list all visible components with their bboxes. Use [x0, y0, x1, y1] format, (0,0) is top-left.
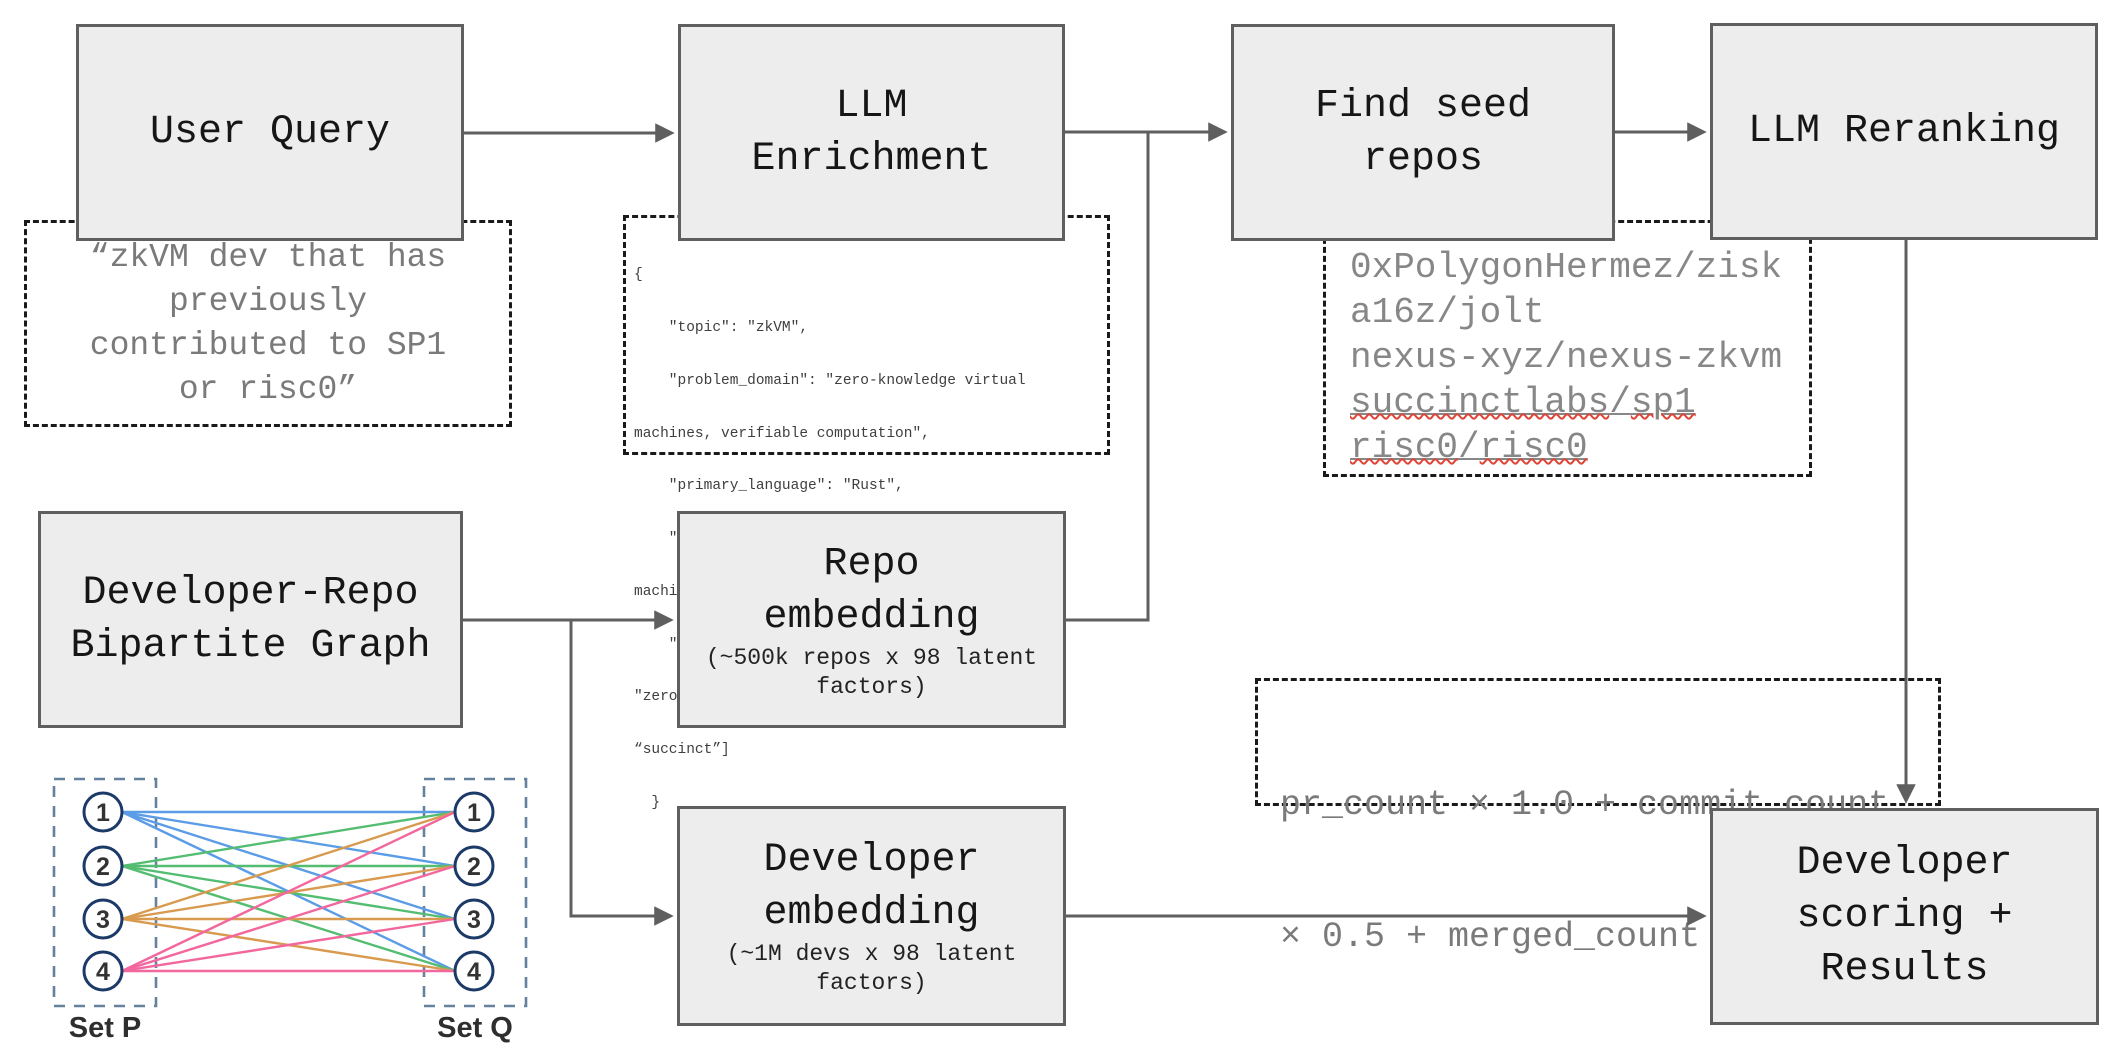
box-caption: (~1M devs x 98 latent [726, 941, 1017, 967]
node-q4-label: 4 [467, 958, 481, 986]
node-q3-label: 3 [467, 906, 481, 934]
repo-owner: risc0 [1350, 427, 1459, 468]
box-label: embedding [763, 891, 980, 936]
edge-p3-q4 [121, 917, 456, 973]
repo-embedding-box: Repo embedding (~500k repos x 98 latent … [677, 511, 1066, 728]
node-q1-label: 1 [467, 799, 481, 827]
set-q-frame [422, 777, 528, 1008]
box-label: Find seed [1314, 83, 1532, 129]
seed-repos-list: 0xPolygonHermez/zisk a16z/jolt nexus-xyz… [1326, 223, 1809, 470]
scoring-formula-box: pr_count × 1.0 + commit_count × 0.5 + me… [1255, 678, 1941, 957]
llm-enrichment-box: LLM Enrichment [678, 24, 1065, 241]
json-line: "primary_language": "Rust", [634, 478, 904, 495]
edge-p2-q3 [121, 864, 456, 921]
box-label: LLM [835, 83, 908, 129]
box-label: Repo [823, 541, 920, 587]
edge-p2-q1 [121, 810, 456, 868]
set-q-label: Set Q [437, 1012, 513, 1044]
quote-line: “zkVM dev that has [89, 238, 447, 276]
set-p-frame [52, 777, 158, 1008]
edge-p4-q1 [121, 810, 456, 973]
box-label: Enrichment [751, 136, 992, 182]
repo-name: sp1 [1630, 382, 1696, 423]
box-label: embedding [763, 594, 980, 640]
edge-p1-q2 [121, 810, 456, 868]
box-label: LLM Reranking [1747, 109, 2061, 154]
node-p1-label: 1 [96, 799, 110, 827]
quote-line: previously [168, 282, 368, 320]
json-line: machines, verifiable computation", [634, 425, 930, 442]
edge-p3-q2 [121, 864, 456, 921]
json-line: “succinct”] [634, 742, 730, 759]
node-p4-label: 4 [96, 958, 110, 986]
edge-p1-q4 [121, 810, 456, 973]
json-line: } [634, 795, 661, 811]
quote-line: contributed to SP1 [89, 326, 447, 364]
box-caption: factors) [816, 970, 927, 996]
edge-p4-q3 [121, 917, 456, 973]
edge-p3-q1 [121, 810, 456, 921]
seed-repos-list-box: 0xPolygonHermez/zisk a16z/jolt nexus-xyz… [1323, 220, 1812, 477]
seed-repo-item: 0xPolygonHermez/zisk [1350, 247, 1783, 288]
node-p4 [82, 950, 124, 992]
node-q4 [453, 950, 495, 992]
node-p2-label: 2 [96, 853, 110, 881]
json-line: { [634, 267, 643, 284]
box-caption: factors) [816, 673, 927, 700]
seed-repo-item: a16z/jolt [1350, 292, 1545, 333]
node-q2 [453, 845, 495, 887]
user-query-box: User Query [76, 24, 464, 241]
node-p3-label: 3 [96, 906, 110, 934]
box-label: repos [1362, 136, 1484, 182]
bipartite-graph-figure: 1 2 3 4 1 2 3 4 [52, 777, 528, 1008]
edge-p1-q3 [121, 810, 456, 921]
box-label: Developer [763, 838, 980, 883]
box-label: User Query [149, 110, 391, 155]
set-p-label: Set P [68, 1012, 142, 1044]
box-label: Developer-Repo [82, 570, 419, 616]
repo-name: risc0 [1479, 427, 1588, 468]
box-label: Bipartite Graph [70, 623, 431, 669]
json-line: "problem_domain": "zero-knowledge virtua… [634, 372, 1026, 389]
repo-slash: / [1609, 382, 1631, 423]
repo-slash: / [1458, 427, 1480, 468]
enrichment-json-box: { "topic": "zkVM", "problem_domain": "ze… [623, 215, 1110, 811]
json-line: "topic": "zkVM", [634, 319, 809, 336]
edge-p4-q2 [121, 864, 456, 973]
box-label: Results [1820, 947, 1989, 992]
developer-repo-graph-box: Developer-Repo Bipartite Graph [38, 511, 463, 728]
find-seed-repos-box: Find seed repos [1231, 24, 1615, 241]
box-label: Developer [1796, 841, 2013, 886]
node-q3 [453, 898, 495, 940]
quote-line: or risc0” [178, 370, 358, 408]
seed-repo-item-sp1: succinctlabs/sp1 [1350, 380, 1809, 425]
box-label: scoring + [1796, 894, 2013, 939]
edge-p2-q4 [121, 864, 456, 973]
llm-reranking-box: LLM Reranking [1710, 23, 2098, 240]
box-caption: (~500k repos x 98 latent [705, 644, 1038, 671]
user-query-example-box: “zkVM dev that has previously contribute… [24, 220, 512, 427]
repo-owner: succinctlabs [1350, 382, 1610, 423]
node-p1 [82, 791, 124, 833]
node-q1 [453, 791, 495, 833]
node-p3 [82, 898, 124, 940]
developer-scoring-box: Developer scoring + Results [1710, 808, 2099, 1025]
developer-embedding-box: Developer embedding (~1M devs x 98 laten… [677, 806, 1066, 1026]
user-query-example-text: “zkVM dev that has previously contribute… [27, 223, 509, 424]
seed-repo-item-risc0: risc0/risc0 [1350, 425, 1809, 470]
node-q2-label: 2 [467, 853, 481, 881]
node-p2 [82, 845, 124, 887]
seed-repo-item: nexus-xyz/nexus-zkvm [1350, 337, 1783, 378]
